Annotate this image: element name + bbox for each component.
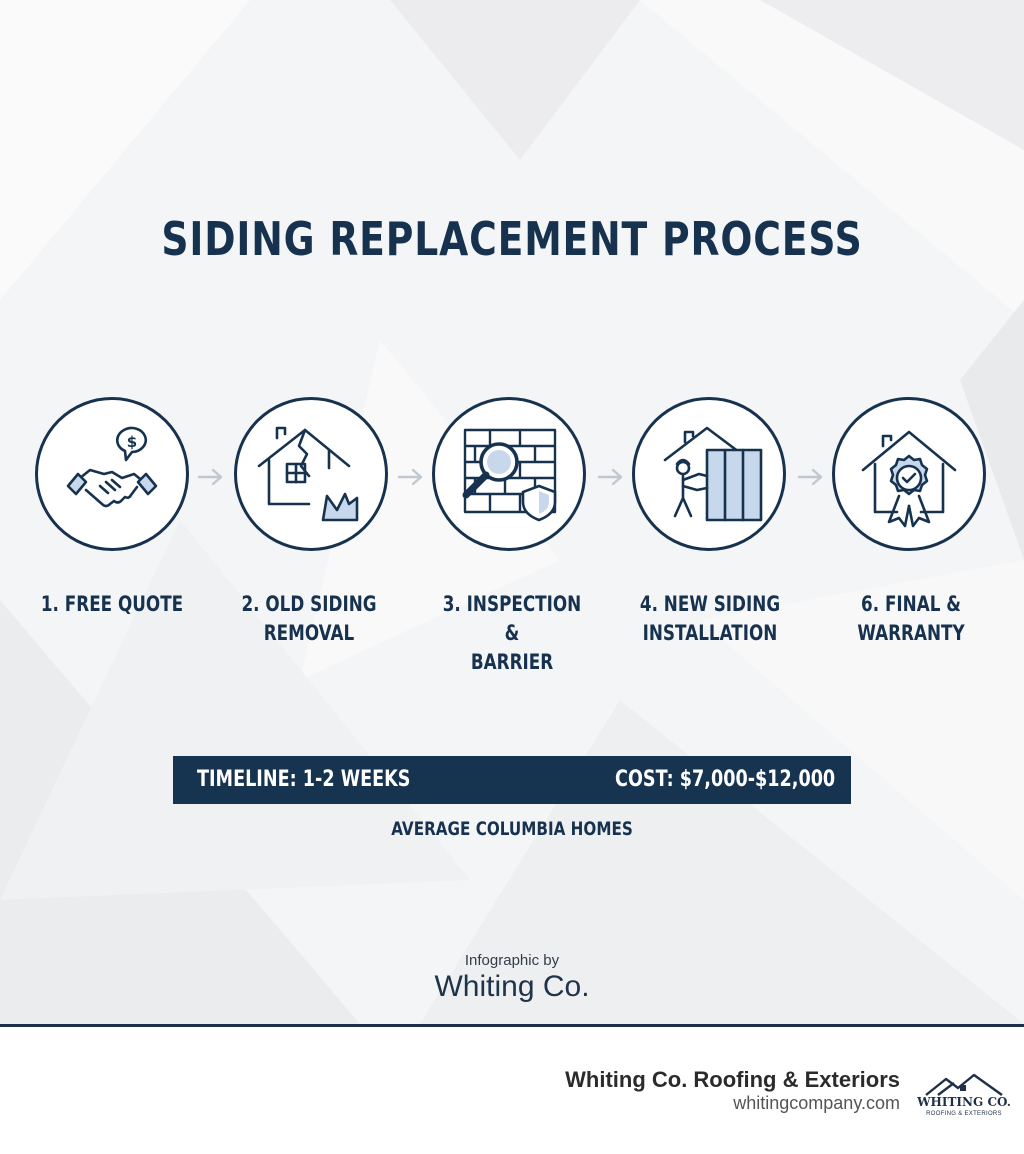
- handshake-quote-icon: $: [66, 426, 158, 508]
- step-4-circle: [632, 397, 786, 551]
- svg-text:$: $: [127, 433, 137, 451]
- step-2-label: 2. OLD SIDING REMOVAL: [241, 592, 377, 645]
- arrow-right-icon: [197, 468, 223, 486]
- logo-subtitle: ROOFING & EXTERIORS: [926, 1111, 1002, 1117]
- footer-website-link[interactable]: whitingcompany.com: [733, 1093, 900, 1113]
- step-3-circle: [432, 397, 586, 551]
- company-logo: WHITING CO. ROOFING & EXTERIORS: [916, 1071, 1012, 1137]
- step-3-label: 3. INSPECTION & BARRIER: [442, 592, 582, 674]
- step-5-label: 6. FINAL & WARRANTY: [857, 592, 965, 645]
- footer-company-name: Whiting Co. Roofing & Exteriors: [565, 1067, 900, 1092]
- timeline-text: TIMELINE: 1-2 WEEKS: [197, 767, 411, 792]
- step-1-label: 1. FREE QUOTE: [40, 592, 184, 616]
- average-note: AVERAGE COLUMBIA HOMES: [391, 818, 633, 840]
- step-4-label: 4. NEW SIDING INSTALLATION: [639, 592, 781, 645]
- arrow-right-icon: [597, 468, 623, 486]
- roofline-logo-icon: [925, 1073, 1003, 1096]
- worker-installing-siding-icon: [663, 426, 763, 522]
- credit-name: Whiting Co.: [434, 970, 590, 1003]
- logo-name: WHITING CO.: [917, 1095, 1011, 1109]
- broken-house-icon: [257, 426, 359, 522]
- timeline-cost-bar: TIMELINE: 1-2 WEEKS COST: $7,000-$12,000: [173, 756, 851, 804]
- step-2-circle: [234, 397, 388, 551]
- footer: Whiting Co. Roofing & Exteriors whitingc…: [0, 1024, 1024, 1154]
- cost-text: COST: $7,000-$12,000: [614, 767, 835, 792]
- arrow-right-icon: [397, 468, 423, 486]
- arrow-right-icon: [797, 468, 823, 486]
- step-1-circle: $: [35, 397, 189, 551]
- page-title: SIDING REPLACEMENT PROCESS: [161, 212, 863, 266]
- brick-wall-inspection-icon: [462, 428, 557, 522]
- step-5-circle: [832, 397, 986, 551]
- credit-prefix: Infographic by: [464, 952, 560, 969]
- house-warranty-badge-icon: [861, 430, 957, 528]
